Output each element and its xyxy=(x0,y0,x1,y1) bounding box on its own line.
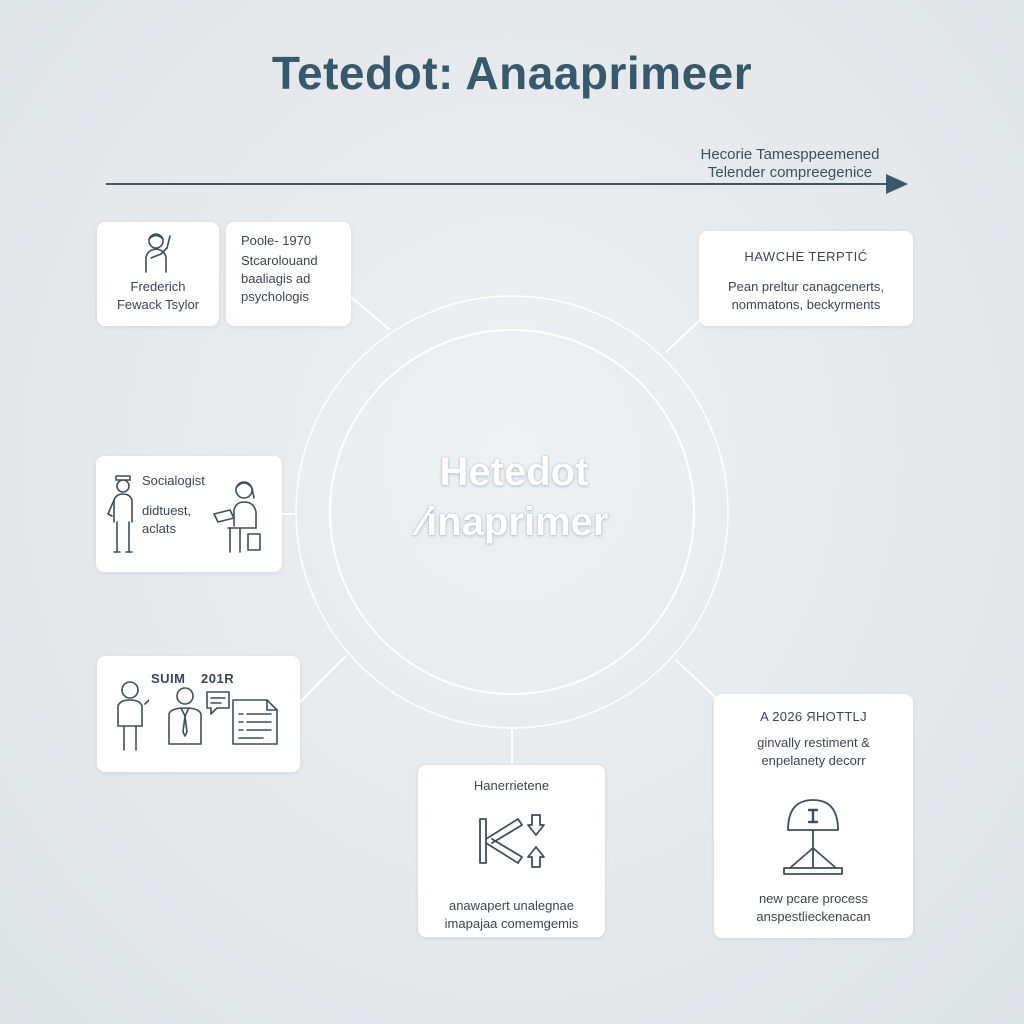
sociologist-line1: Socialogist xyxy=(142,473,205,488)
topright-heading: HAWCHE TERPTIĆ xyxy=(744,249,868,264)
person-with-laptop-icon xyxy=(213,481,261,553)
period-line4: psychologis xyxy=(241,289,309,304)
timeline-arrowhead xyxy=(886,174,908,194)
period-line3: baaliagis ad xyxy=(241,271,311,286)
sociologist-line2: didtuest, xyxy=(142,503,192,518)
period-line2: Stcarolouand xyxy=(241,253,318,268)
timeline-label-line1: Hecorie Tamesppeemened xyxy=(700,146,880,163)
document-chat-icon xyxy=(206,691,278,745)
standing-person-icon xyxy=(107,475,133,553)
taylor-line1: Frederich xyxy=(130,279,186,294)
businessman-icon xyxy=(168,687,202,745)
bottom-line1: anawapert unalegnae xyxy=(448,898,575,913)
person-left-icon xyxy=(117,681,149,751)
sum-label1: SUIM xyxy=(151,671,186,686)
inner-ring xyxy=(329,329,695,695)
interlocking-arrows-icon xyxy=(479,814,545,868)
bottomright-line4: anspestlieckenacan xyxy=(756,909,871,924)
center-title-line2: ∕inaprimer xyxy=(419,500,609,544)
card-taylor: Frederich Fewack Tsylor xyxy=(97,222,219,326)
bottomright-line3: new pcare process xyxy=(758,891,869,906)
card-topright: HAWCHE TERPTIĆ Pean preltur canagcenerts… xyxy=(699,231,913,326)
card-period: Poole- 1970 Stcarolouand baaliagis ad ps… xyxy=(226,222,351,326)
bottom-heading: Hanerrietene xyxy=(473,778,550,793)
card-sociologist: Socialogist didtuest, aclats xyxy=(96,456,282,572)
worker-figure-icon xyxy=(145,233,171,273)
connector-topleft xyxy=(349,295,391,331)
connector-topright xyxy=(665,319,701,353)
card-sum: SUIM 201R xyxy=(97,656,300,772)
topright-line1: Pean preltur canagcenerts, xyxy=(727,279,885,294)
timeline-label-line2: Telender compreegenice xyxy=(707,164,873,181)
bottomright-line1: ginvally restiment & xyxy=(757,735,870,750)
topright-line2: nommatons, beckyrments xyxy=(731,297,881,312)
bottom-line2: imapajaa comemgemis xyxy=(444,916,579,931)
center-title-line1: Hetedot xyxy=(439,450,589,494)
bottomright-line2: enpelanety decorr xyxy=(761,753,866,768)
dome-tower-icon xyxy=(783,799,843,875)
card-bottomright: A 2026 ЯHOTTLJ ginvally restiment & enpe… xyxy=(714,694,913,938)
sum-label2: 201R xyxy=(201,671,235,686)
bottomright-heading: A 2026 ЯHOTTLJ xyxy=(760,709,867,724)
connector-lowerright xyxy=(675,659,717,699)
taylor-line2: Fewack Tsylor xyxy=(116,297,200,312)
period-line1: Poole- 1970 xyxy=(241,233,312,248)
connector-lowerleft xyxy=(299,655,347,703)
diagram-title: Tetedot: Anaaprimeer xyxy=(271,47,753,99)
card-bottom: Hanerrietene anawapert unalegnae imapaja… xyxy=(418,765,605,937)
sociologist-line3: aclats xyxy=(142,521,176,536)
